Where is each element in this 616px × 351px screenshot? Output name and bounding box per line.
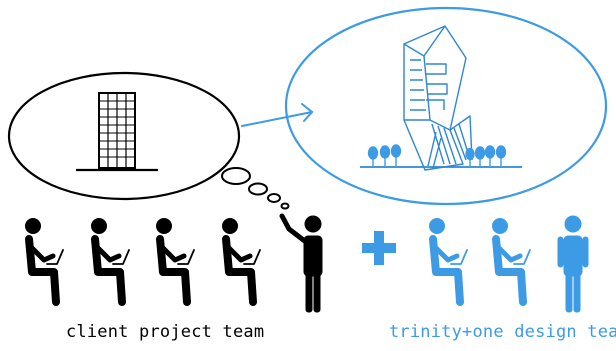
client-thought-bubble xyxy=(7,71,241,201)
plus-icon xyxy=(362,231,396,265)
standing-pointing-person-icon xyxy=(279,213,323,313)
client-team xyxy=(26,213,323,313)
sculptural-tower-icon xyxy=(360,25,522,171)
plain-tower-icon xyxy=(76,92,158,172)
standing-person-icon xyxy=(557,215,589,313)
arrow-icon xyxy=(241,103,314,127)
seated-person-icon xyxy=(26,219,64,303)
design-team-label: trinity+one design team xyxy=(389,322,616,342)
design-thought-bubble xyxy=(284,6,608,206)
seated-person-icon xyxy=(92,219,130,303)
design-team xyxy=(430,215,589,313)
seated-person-icon xyxy=(430,219,468,303)
tree-icons xyxy=(367,144,507,167)
seated-person-icon xyxy=(223,219,261,303)
seated-person-icon xyxy=(493,219,531,303)
seated-person-icon xyxy=(157,219,195,303)
thought-trail xyxy=(221,167,290,210)
client-team-label: client project team xyxy=(66,322,265,342)
